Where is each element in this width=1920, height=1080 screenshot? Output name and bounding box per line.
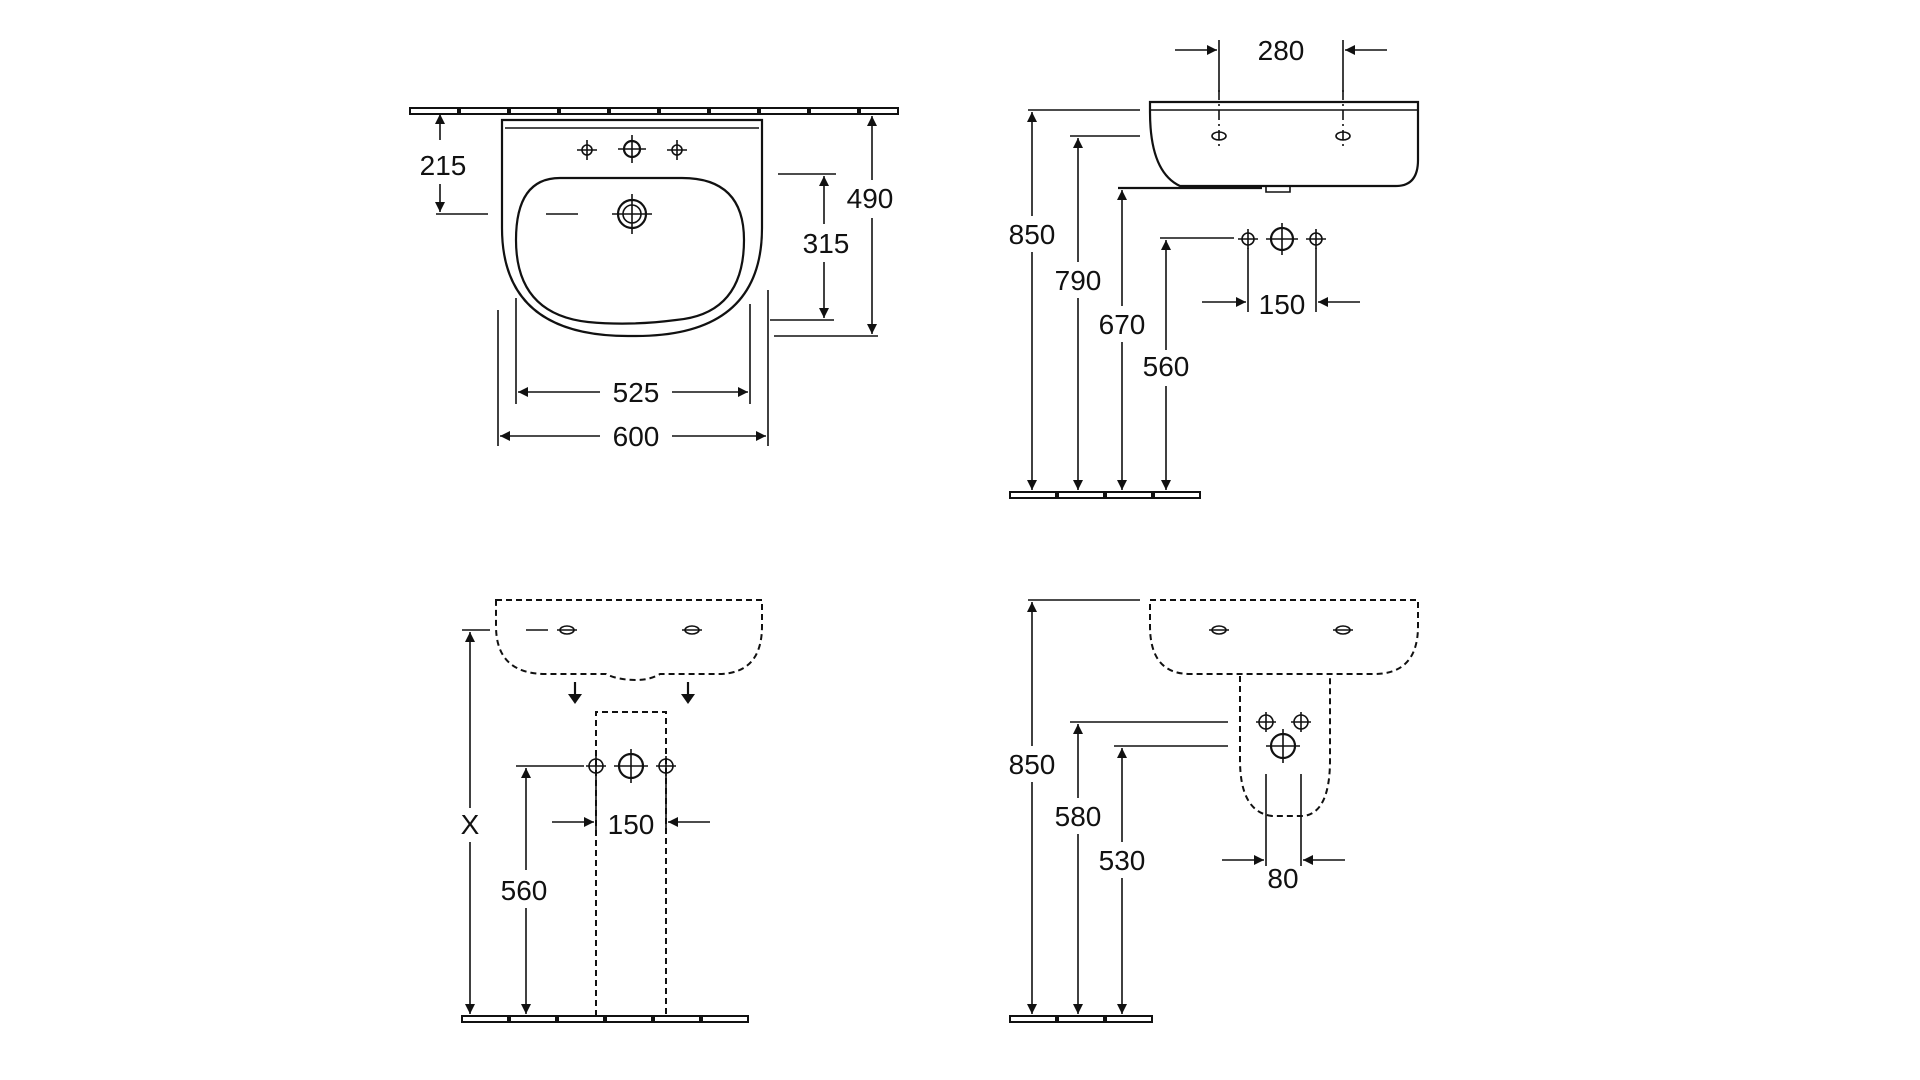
overflow-hole-right-icon (682, 625, 702, 635)
dimension-150-pedestal-label: 150 (608, 809, 655, 840)
overflow-hole-right-icon (1333, 625, 1353, 635)
dimension-600: 600 (497, 290, 769, 452)
dimension-850-side: 850 (1009, 109, 1140, 490)
dimension-850-semi: 850 (1009, 599, 1140, 1014)
dimension-790: 790 (1055, 135, 1140, 490)
tap-hole-left-icon (577, 140, 597, 160)
wall-strip (409, 107, 899, 115)
dimension-215: 215 (420, 114, 578, 215)
dimension-790-label: 790 (1055, 265, 1102, 296)
dimension-670: 670 (1099, 190, 1146, 490)
drain-icon (612, 194, 652, 234)
dimension-560-side: 560 (1143, 237, 1234, 490)
dimension-530-label: 530 (1099, 845, 1146, 876)
dimension-580: 580 (1055, 721, 1228, 1014)
supply-hole-right-icon (1291, 712, 1311, 732)
side-view: 280 850 790 670 560 (1009, 35, 1420, 499)
supply-hole-left-icon (586, 756, 606, 776)
dimension-80: 80 (1222, 774, 1345, 894)
semi-pedestal-dashed-outline (1239, 676, 1331, 817)
front-view: 215 315 490 525 (409, 107, 899, 452)
dimension-490-label: 490 (847, 183, 894, 214)
arrow-down-right-icon (681, 682, 695, 704)
floor-strip (461, 1015, 749, 1023)
basin-dashed-outline (1149, 599, 1419, 675)
outlet (1265, 186, 1291, 193)
dimension-850-side-label: 850 (1009, 219, 1056, 250)
floor-strip (1009, 491, 1201, 499)
dimension-150-side: 150 (1202, 248, 1360, 320)
basin-dashed-outline (495, 599, 763, 682)
supply-hole-right-icon (1306, 229, 1326, 249)
dimension-150-pedestal: 150 (552, 774, 710, 840)
basin-side-outline (1148, 100, 1420, 188)
dimension-150-side-label: 150 (1259, 289, 1306, 320)
dimension-600-label: 600 (613, 421, 660, 452)
overflow-hole-right-icon (1335, 90, 1351, 146)
dimension-x: X (461, 629, 490, 1014)
supply-hole-left-icon (1256, 712, 1276, 732)
dimension-80-label: 80 (1267, 863, 1298, 894)
dimension-315: 315 (770, 173, 850, 321)
semi-pedestal-view: 850 580 530 80 (1009, 599, 1419, 1023)
floor-strip (1009, 1015, 1153, 1023)
dimension-280: 280 (1175, 35, 1387, 92)
dimension-560-side-label: 560 (1143, 351, 1190, 382)
dimension-850-semi-label: 850 (1009, 749, 1056, 780)
dimension-x-label: X (461, 809, 480, 840)
overflow-hole-left-icon (526, 625, 577, 635)
bowl-outline (514, 176, 746, 325)
dimension-525-label: 525 (613, 377, 660, 408)
pedestal-view: X 560 150 (461, 599, 763, 1023)
tap-hole-center-icon (618, 135, 646, 163)
supply-hole-left-icon (1238, 229, 1258, 249)
supply-hole-right-icon (656, 756, 676, 776)
basin-outline (500, 118, 764, 338)
overflow-hole-left-icon (1209, 625, 1229, 635)
waste-hole-icon (1266, 729, 1300, 763)
overflow-hole-left-icon (1211, 90, 1227, 146)
dimension-560-pedestal: 560 (501, 765, 584, 1014)
dimension-670-label: 670 (1099, 309, 1146, 340)
dimension-490: 490 (774, 116, 894, 337)
dimension-530: 530 (1099, 745, 1228, 1014)
dimension-560-pedestal-label: 560 (501, 875, 548, 906)
dimension-580-label: 580 (1055, 801, 1102, 832)
dimension-315-label: 315 (803, 228, 850, 259)
dimension-280-label: 280 (1258, 35, 1305, 66)
tap-hole-right-icon (667, 140, 687, 160)
dimension-215-label: 215 (420, 150, 467, 181)
waste-hole-icon (614, 749, 648, 783)
arrow-down-left-icon (568, 682, 582, 704)
dimension-525: 525 (515, 298, 751, 408)
waste-hole-icon (1266, 223, 1298, 255)
pedestal-dashed-outline (595, 711, 667, 1016)
